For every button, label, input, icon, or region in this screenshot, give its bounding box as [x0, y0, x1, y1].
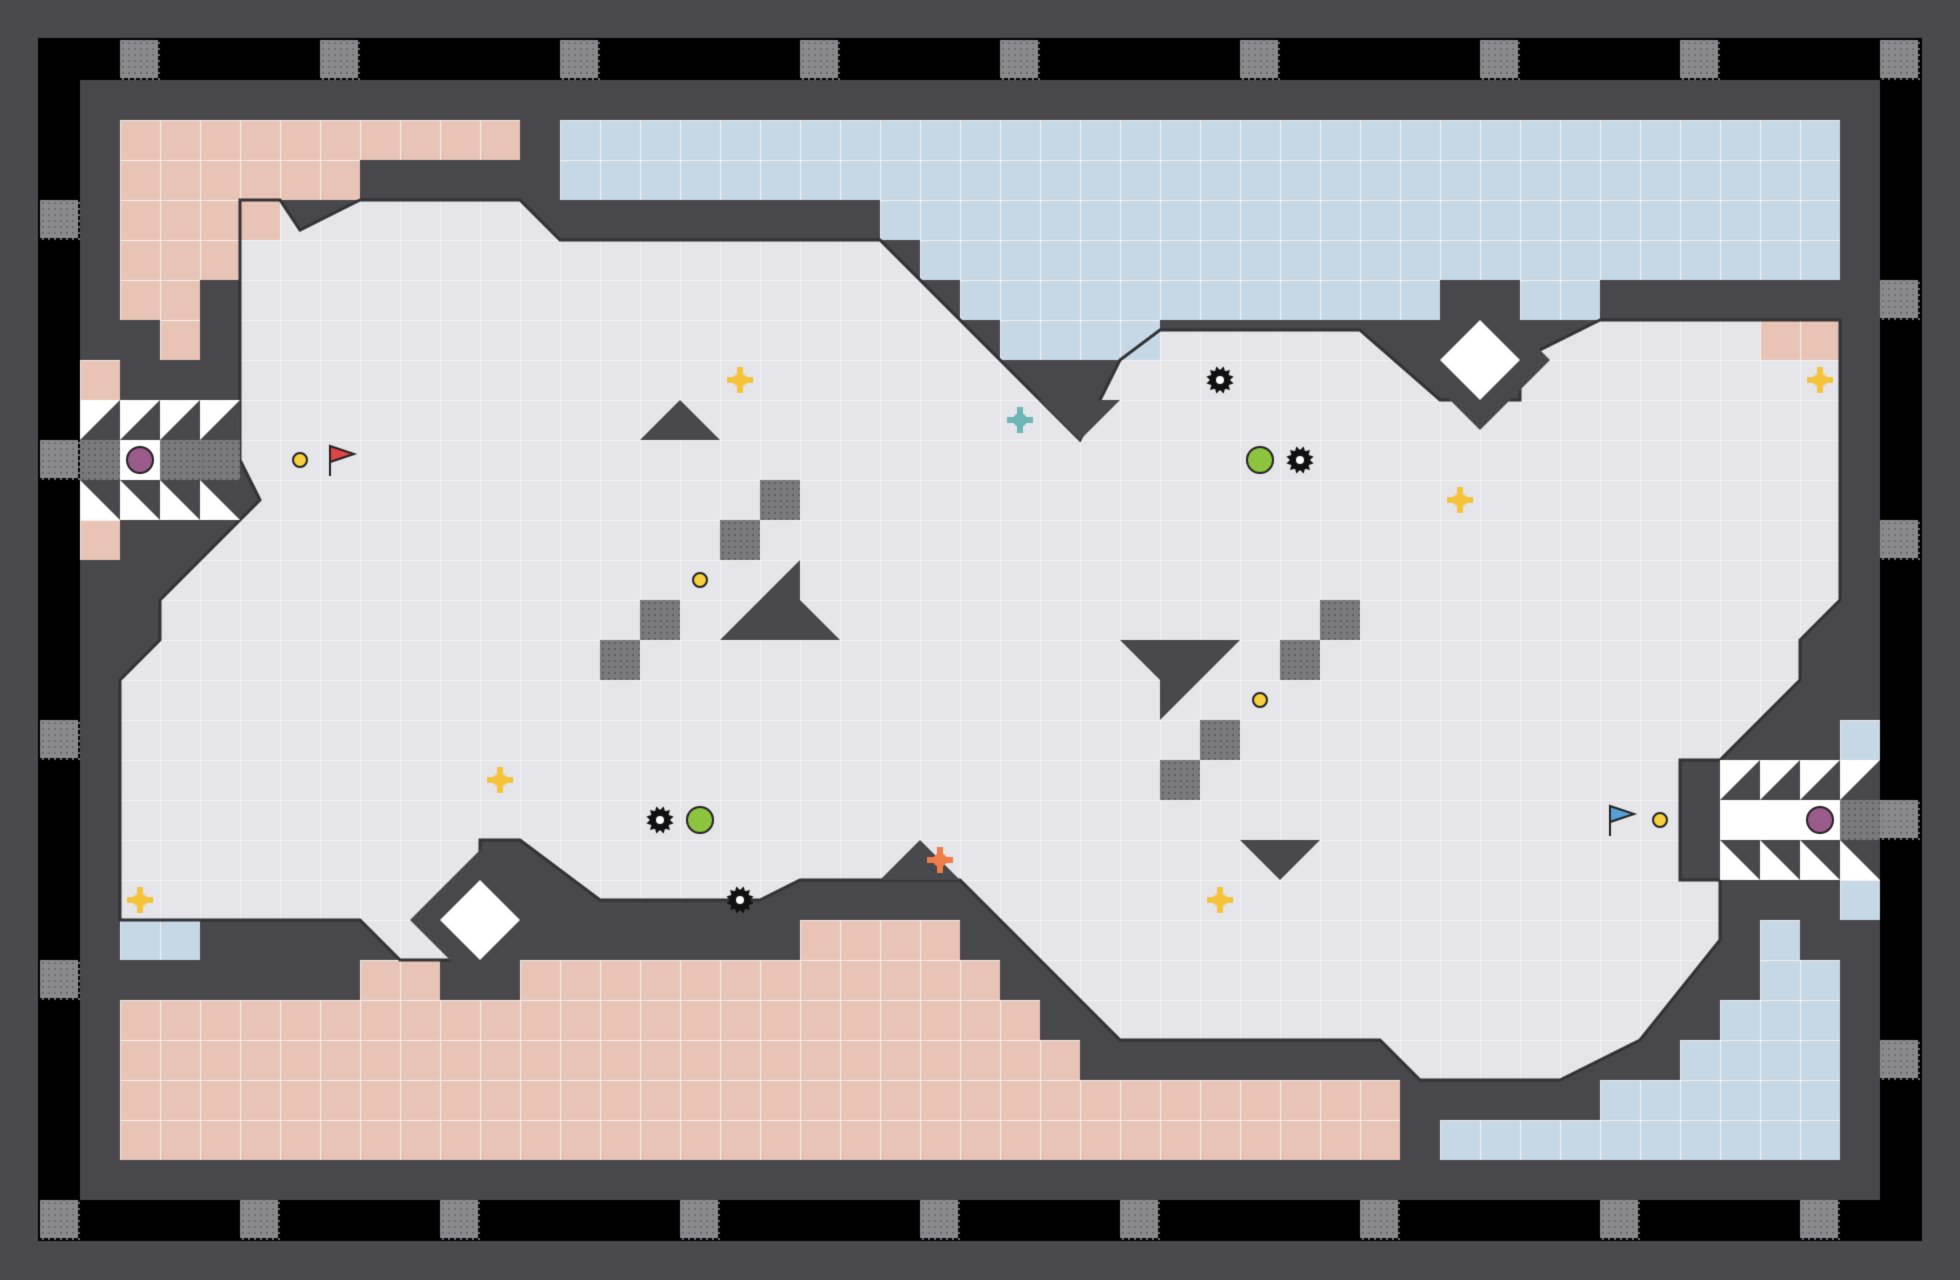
game-map[interactable] — [0, 0, 1960, 1280]
